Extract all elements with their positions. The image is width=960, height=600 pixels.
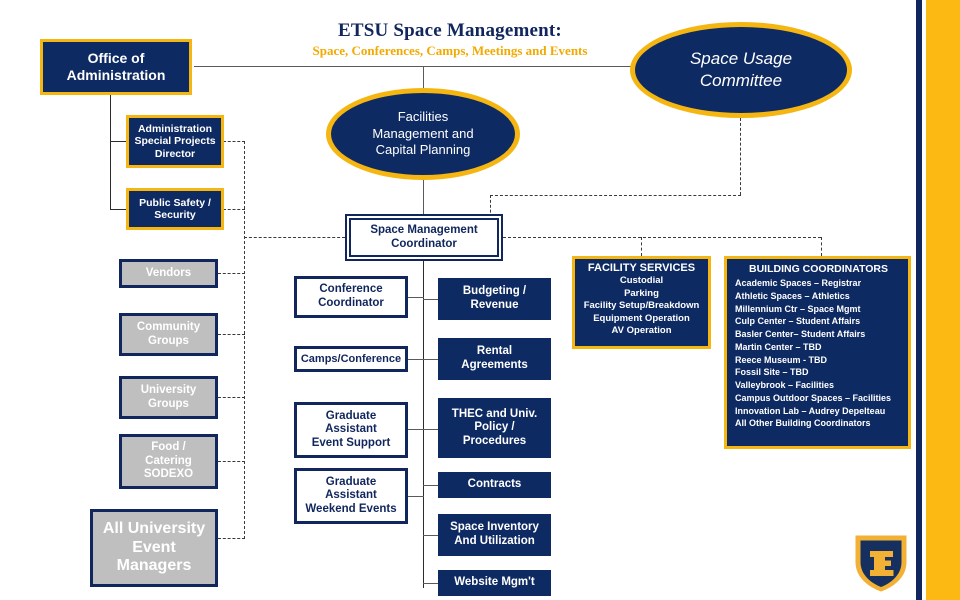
node-space-usage-committee[interactable]: Space Usage Committee [630, 22, 852, 118]
connector-bus-vendors [218, 273, 245, 274]
connector-bus-community [218, 334, 245, 335]
node-ga-weekend-events[interactable]: Graduate Assistant Weekend Events [294, 468, 408, 524]
node-rental-agreements[interactable]: Rental Agreements [438, 338, 551, 380]
building-coordinator-item: Athletic Spaces – Athletics [735, 290, 850, 301]
node-contracts[interactable]: Contracts [438, 472, 551, 498]
node-camps-conference[interactable]: Camps/Conference [294, 346, 408, 372]
connector-trunk-inventory [423, 535, 439, 536]
connector-admin-stem [110, 95, 111, 210]
connector-bus-event-managers [218, 538, 245, 539]
facility-services-item: Custodial [619, 275, 664, 286]
node-thec-policy[interactable]: THEC and Univ. Policy / Procedures [438, 398, 551, 458]
building-coordinator-item: Millennium Ctr – Space Mgmt [735, 303, 861, 314]
panel-facility-services[interactable]: FACILITY SERVICES Custodial Parking Faci… [572, 256, 711, 349]
node-community-groups[interactable]: Community Groups [119, 313, 218, 356]
facility-services-list: Custodial Parking Facility Setup/Breakdo… [575, 275, 708, 338]
node-office-of-administration[interactable]: Office of Administration [40, 39, 192, 95]
connector-bus-food [218, 461, 245, 462]
connector-admin-to-public-safety [110, 209, 126, 210]
building-coordinator-item: Valleybrook – Facilities [735, 380, 835, 391]
node-all-university-event-managers[interactable]: All University Event Managers [90, 509, 218, 587]
connector-admin-to-special-projects [110, 141, 126, 142]
connector-bus-university [218, 397, 245, 398]
building-coordinator-item: Culp Center – Student Affairs [735, 316, 861, 327]
building-coordinator-item: Campus Outdoor Spaces – Facilities [735, 392, 892, 403]
node-conference-coordinator[interactable]: Conference Coordinator [294, 276, 408, 318]
building-coordinator-item: All Other Building Coordinators [735, 418, 871, 429]
node-admin-special-projects[interactable]: Administration Special Projects Director [126, 115, 224, 168]
connector-fm-to-coordinator [423, 178, 424, 214]
node-public-safety[interactable]: Public Safety / Security [126, 188, 224, 230]
connector-trunk-camps [408, 359, 424, 360]
node-budgeting-revenue[interactable]: Budgeting / Revenue [438, 278, 551, 320]
edge-stripe-gold [926, 0, 960, 600]
connector-coordinator-trunk [423, 261, 424, 588]
building-coordinator-item: Fossil Site – TBD [735, 367, 809, 378]
facility-services-item: Parking [624, 287, 659, 299]
connector-coordinator-right [503, 237, 821, 238]
connector-trunk-budgeting [423, 299, 439, 300]
connector-top-bus [194, 66, 644, 67]
node-university-groups[interactable]: University Groups [119, 376, 218, 419]
connector-trunk-rental [423, 359, 439, 360]
connector-trunk-thec [423, 429, 439, 430]
connector-trunk-ga-weekend [408, 496, 424, 497]
node-ga-event-support[interactable]: Graduate Assistant Event Support [294, 402, 408, 458]
building-coordinator-item: Reece Museum - TBD [735, 354, 828, 365]
facility-services-title: FACILITY SERVICES [587, 262, 696, 274]
building-coordinators-title: BUILDING COORDINATORS [748, 263, 889, 275]
connector-trunk-ga-event [408, 429, 424, 430]
node-facilities-management[interactable]: Facilities Management and Capital Planni… [326, 88, 520, 180]
facility-services-item: Equipment Operation [593, 312, 690, 324]
facility-services-item: AV Operation [611, 325, 672, 337]
node-website-mgmt[interactable]: Website Mgm't [438, 570, 551, 596]
building-coordinator-item: Basler Center– Student Affairs [735, 329, 866, 340]
node-vendors[interactable]: Vendors [119, 259, 218, 288]
connector-trunk-contracts [423, 485, 439, 486]
connector-bus-public-safety [223, 209, 245, 210]
page-subtitle: Space, Conferences, Camps, Meetings and … [312, 43, 588, 58]
building-coordinators-list: Academic Spaces – Registrar Athletic Spa… [735, 277, 908, 430]
facility-services-item: Facility Setup/Breakdown [583, 300, 700, 312]
connector-fm-stem [423, 66, 424, 90]
connector-left-bus [244, 141, 245, 539]
building-coordinator-item: Academic Spaces – Registrar [735, 278, 862, 288]
node-space-management-coordinator[interactable]: Space Management Coordinator [345, 214, 503, 261]
building-coordinator-item: Martin Center – TBD [735, 341, 822, 352]
connector-bus-to-coordinator [244, 237, 345, 238]
panel-building-coordinators[interactable]: BUILDING COORDINATORS Academic Spaces – … [724, 256, 911, 449]
page-title: ETSU Space Management: [338, 20, 562, 41]
edge-stripe-navy [916, 0, 922, 600]
connector-to-facility-services [641, 237, 642, 256]
etsu-shield-icon [855, 535, 907, 592]
connector-trunk-conference [408, 297, 424, 298]
node-food-catering[interactable]: Food / Catering SODEXO [119, 434, 218, 489]
connector-to-building-coordinators [821, 237, 822, 256]
connector-committee-left [490, 195, 741, 196]
building-coordinator-item: Innovation Lab – Audrey Depelteau [735, 405, 886, 416]
node-space-inventory[interactable]: Space Inventory And Utilization [438, 514, 551, 556]
connector-trunk-website [423, 583, 439, 584]
connector-bus-special-projects [223, 141, 245, 142]
connector-committee-down [740, 118, 741, 195]
etsu-shield-logo [852, 532, 910, 594]
